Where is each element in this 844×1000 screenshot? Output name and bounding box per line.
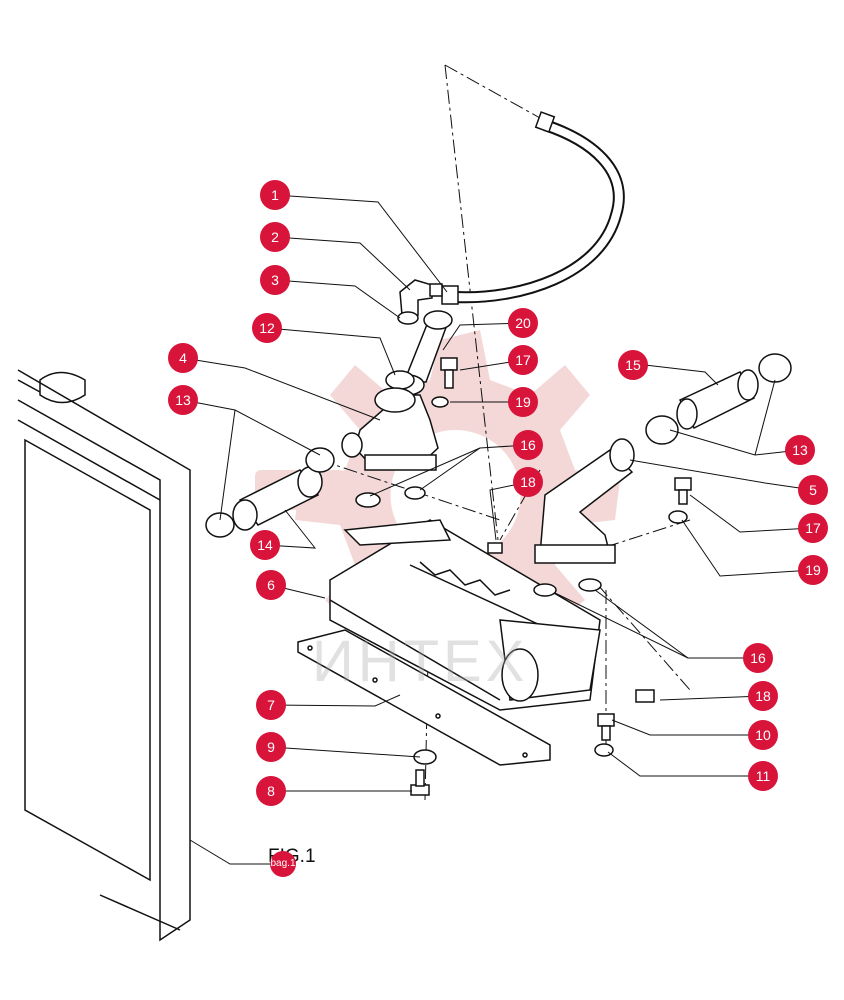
- callout-14-c14[interactable]: 14: [250, 530, 280, 560]
- callout-13-c13b[interactable]: 13: [785, 435, 815, 465]
- callout-6-c6[interactable]: 6: [256, 570, 286, 600]
- callout-11-c11[interactable]: 11: [748, 761, 778, 791]
- bolt-washer-part: [431, 357, 458, 408]
- short-hose-part: [385, 310, 453, 396]
- callout-19-c19a[interactable]: 19: [508, 387, 538, 417]
- leader-lines: [182, 194, 814, 865]
- small-hardware-parts: [355, 477, 692, 796]
- callout-9-c9[interactable]: 9: [256, 732, 286, 762]
- callout-2-c2[interactable]: 2: [260, 222, 290, 252]
- callout-3-c3[interactable]: 3: [260, 265, 290, 295]
- callout-16-c16a[interactable]: 16: [513, 430, 543, 460]
- callout-12-c12[interactable]: 12: [252, 313, 282, 343]
- callout-1-c1[interactable]: 1: [260, 180, 290, 210]
- oil-cooler-part: [329, 519, 601, 711]
- callout-7-c7[interactable]: 7: [256, 690, 286, 720]
- callout-20-c20[interactable]: 20: [508, 308, 538, 338]
- callout-17-c17a[interactable]: 17: [508, 345, 538, 375]
- callout-15-c15[interactable]: 15: [618, 350, 648, 380]
- callout-19-c19b[interactable]: 19: [798, 555, 828, 585]
- mounting-plate-part: [297, 629, 551, 766]
- hose-14-part: [205, 447, 335, 538]
- elbow-pipe-part: [534, 438, 635, 564]
- callout-16-c16b[interactable]: 16: [743, 643, 773, 673]
- callout-13-c13a[interactable]: 13: [168, 385, 198, 415]
- hose-15-part: [645, 353, 792, 445]
- callout-bag1-c22[interactable]: bag.1: [270, 851, 296, 877]
- callout-18-c18b[interactable]: 18: [748, 681, 778, 711]
- callout-10-c10[interactable]: 10: [748, 720, 778, 750]
- callout-8-c8[interactable]: 8: [256, 776, 286, 806]
- callout-17-c17b[interactable]: 17: [798, 513, 828, 543]
- callout-5-c5[interactable]: 5: [798, 475, 828, 505]
- callout-4-c4[interactable]: 4: [168, 343, 198, 373]
- radiator-part: [17, 369, 191, 942]
- callout-18-c18a[interactable]: 18: [513, 467, 543, 497]
- thermostat-housing-part: [341, 387, 439, 471]
